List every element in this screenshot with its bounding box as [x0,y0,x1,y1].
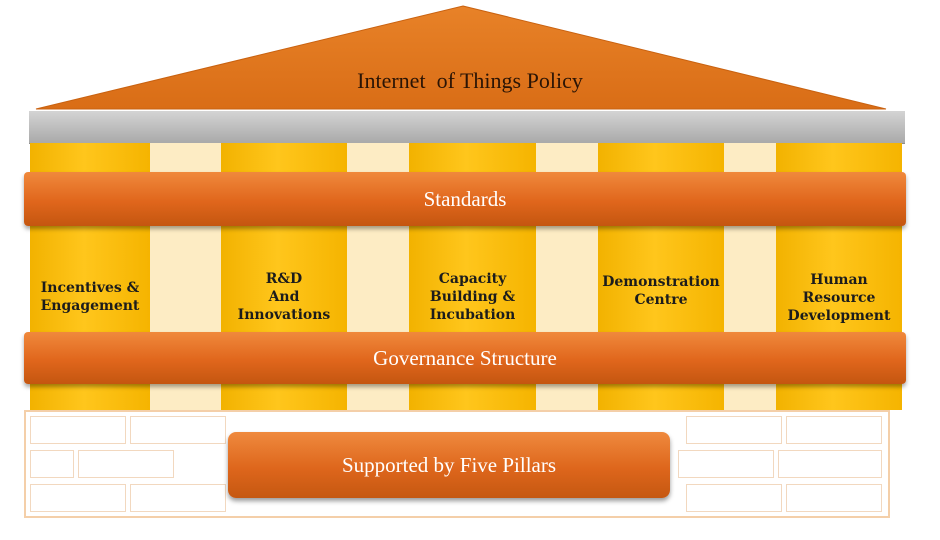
brick [786,484,882,512]
brick [686,484,782,512]
pillar-label-line: Building & [429,288,516,305]
governance-band: Governance Structure [24,332,906,384]
brick [678,450,774,478]
pillar-label-line: Demonstration [602,273,720,290]
pillar-label-line: Innovations [237,307,331,324]
pillar-label-line: Resource [802,289,876,306]
foundation-label: Supported by Five Pillars [228,432,670,498]
brick [30,484,126,512]
brick [778,450,882,478]
pillar-label-demonstration: Demonstration Centre [592,256,730,326]
pillar-label-line: Engagement [40,298,140,314]
brick [30,450,74,478]
pillar-label-capacity: Capacity Building & Incubation [409,262,536,332]
architrave [29,111,905,144]
brick [30,416,126,444]
pillar-label-human-resource: Human Resource Development [776,263,902,333]
roof-title: Internet of Things Policy [357,68,583,93]
pillar-label-line: Development [787,308,891,325]
pillar-label-line: Centre [634,292,688,308]
roof [35,5,887,110]
pillar-label-line: And [268,288,300,305]
brick [130,416,226,444]
standards-band: Standards [24,172,906,226]
pillar-label-line: Incentives & [40,279,140,296]
pillar-label-incentives: Incentives & Engagement [30,262,150,332]
pillar-label-line: R&D [265,270,303,287]
pillar-label-line: Human [810,271,868,288]
roof-triangle [35,5,887,110]
brick [130,484,226,512]
brick [78,450,174,478]
pillar-label-line: Capacity [438,270,507,287]
brick [786,416,882,444]
pillar-label-line: Incubation [429,307,516,324]
brick [686,416,782,444]
pillar-label-rnd: R&D And Innovations [221,262,347,332]
